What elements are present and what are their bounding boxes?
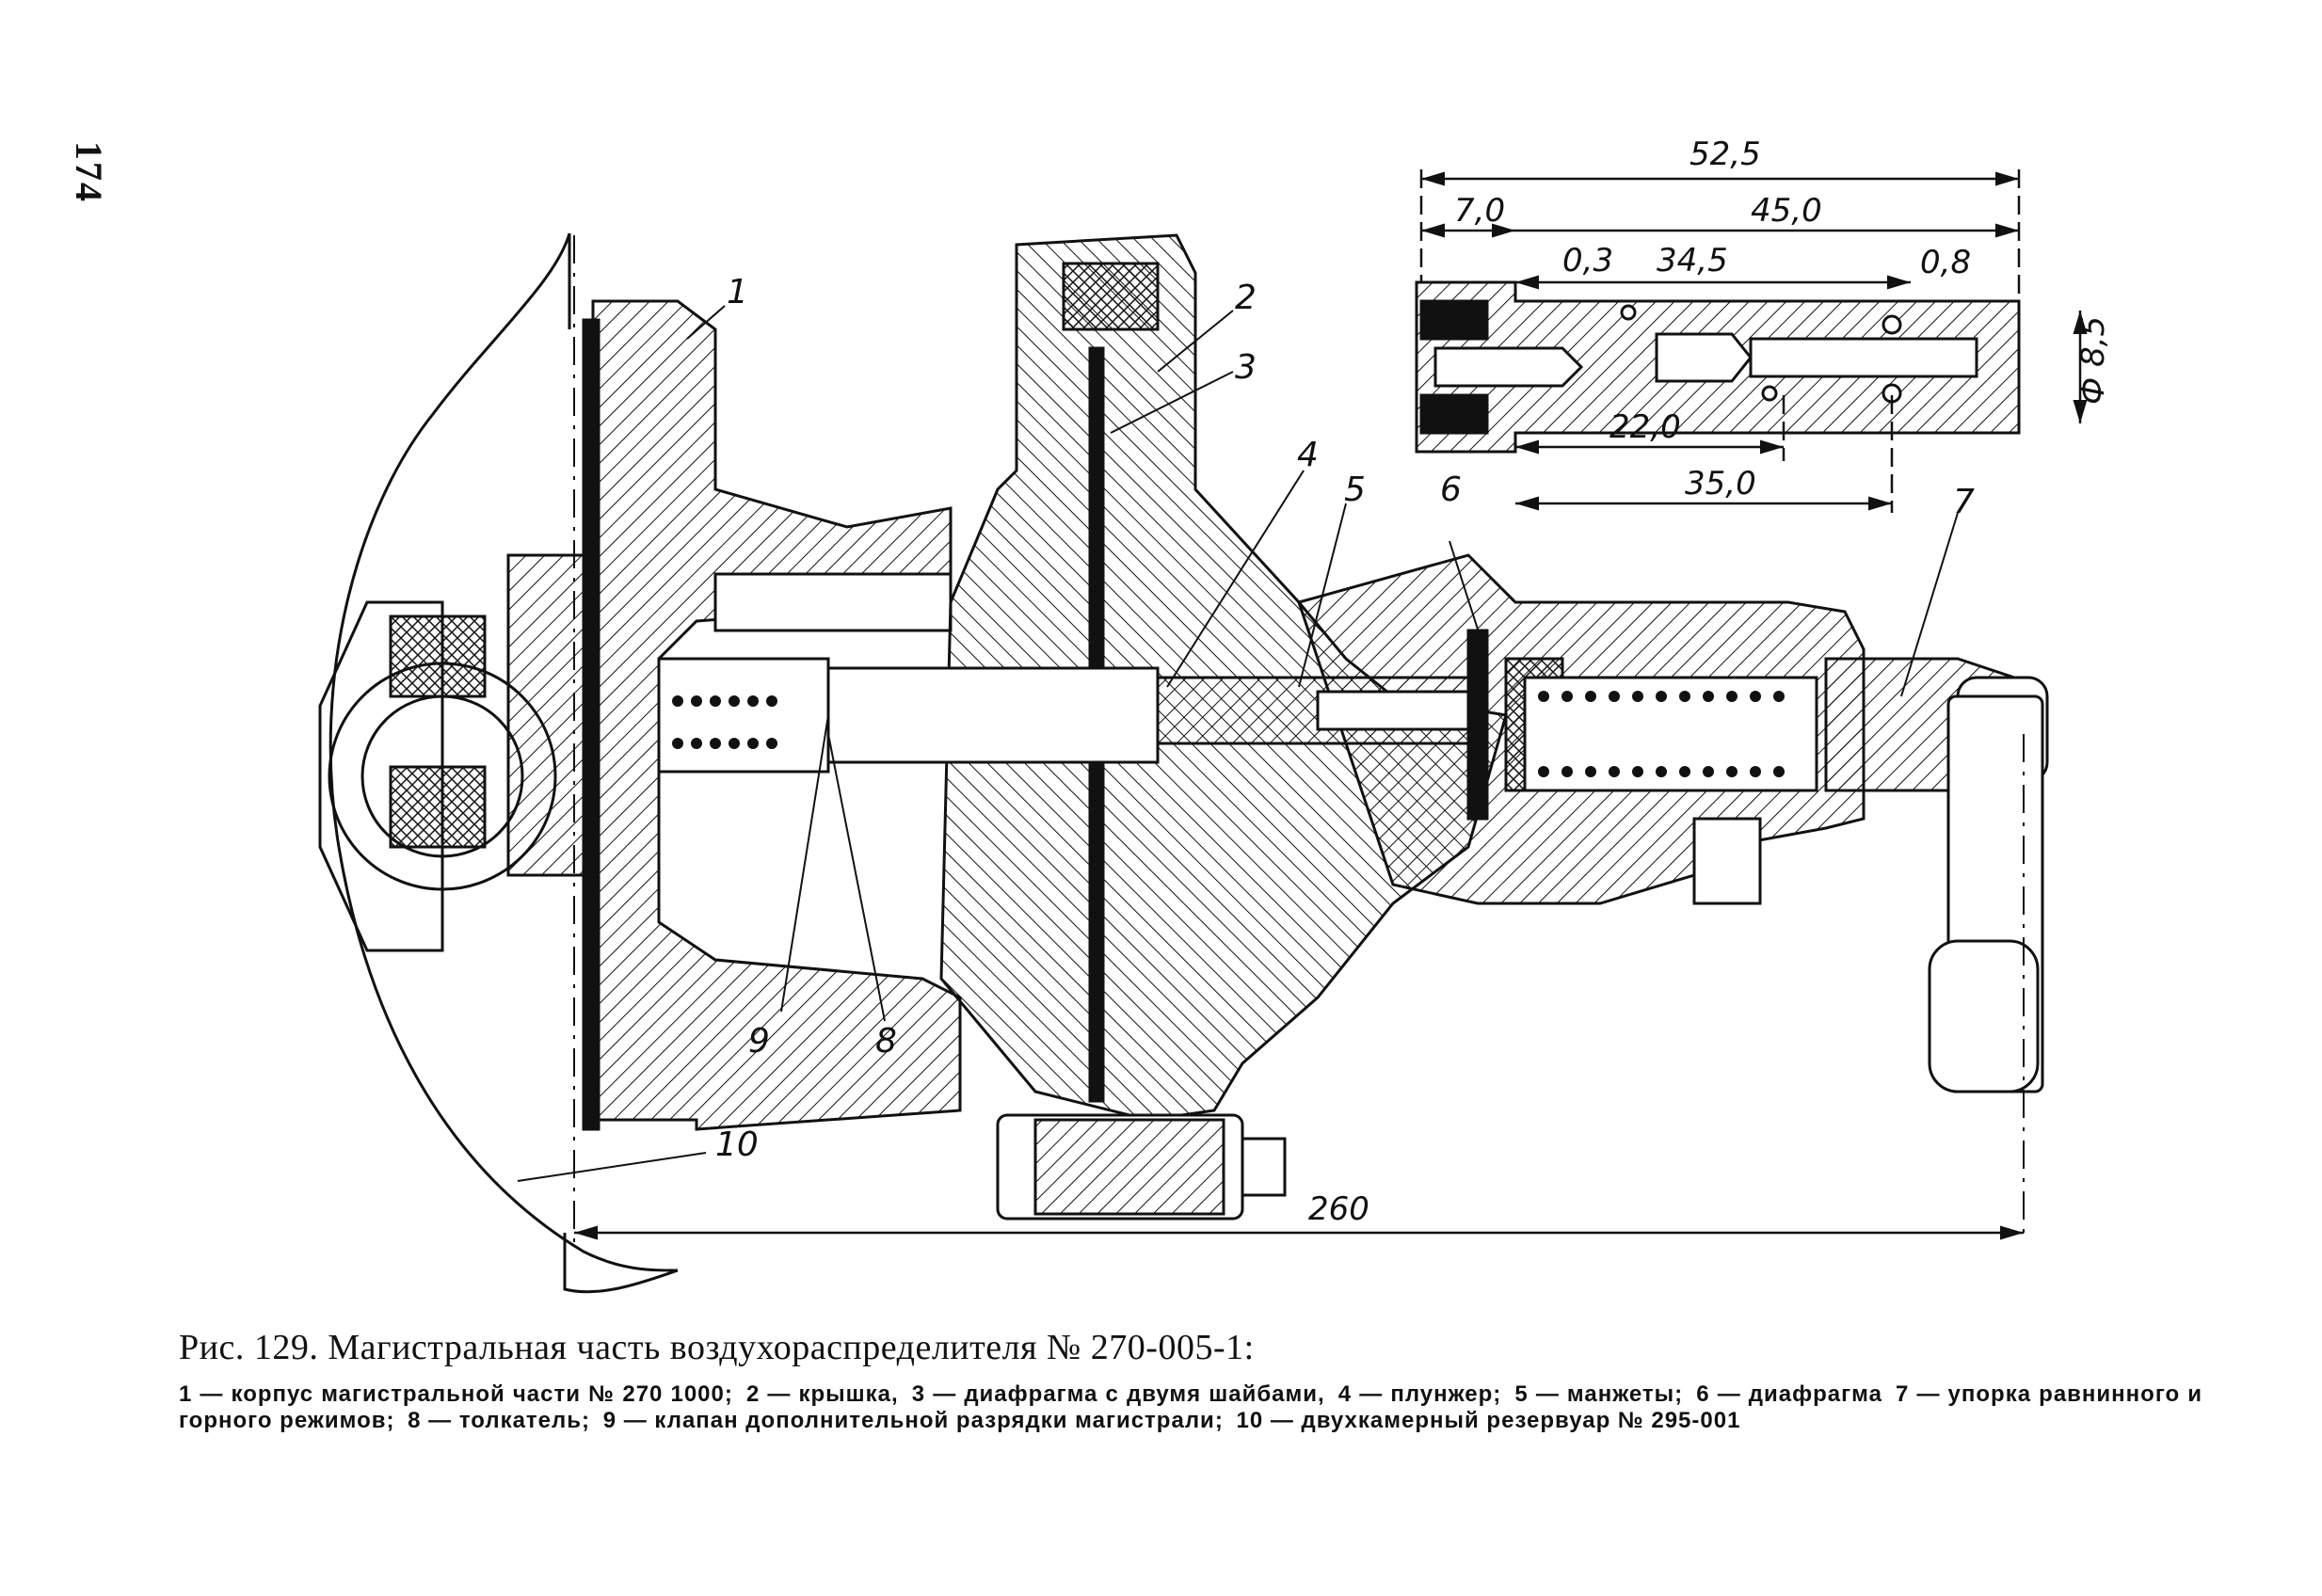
callout-leaders (517, 305, 1959, 1182)
dim-total: 52,5 (1689, 136, 1761, 173)
overall-dimension: 260 (573, 235, 2025, 1242)
bottom-bolt (996, 817, 1762, 1221)
spring-coils (672, 691, 1785, 777)
dim-groove-a: 22,0 (1609, 408, 1681, 446)
inner-assembly (657, 657, 1818, 792)
plunger-detail (1415, 280, 2021, 454)
callout-5: 5 (1344, 471, 1366, 509)
dim-hole-small: 0,3 (1562, 242, 1613, 279)
figure-title: Рис. 129. Магистральная часть воздухорас… (179, 1328, 1255, 1367)
hex-nut-left (318, 553, 595, 952)
figure-caption: Рис. 129. Магистральная часть воздухорас… (179, 1327, 2202, 1434)
technical-drawing: 260 52,5 7,0 45,0 0,3 34,5 0,8 22,0 35,0 (318, 136, 2112, 1294)
dim-groove-b: 35,0 (1685, 465, 1756, 503)
dim-bore: 34,5 (1657, 242, 1728, 279)
plunger-dimension-labels: 52,5 7,0 45,0 0,3 34,5 0,8 22,0 35,0 Ф 8… (1454, 136, 2112, 503)
legend-item-7: 7 — упорка равнинного и горного режимов; (179, 1381, 2203, 1433)
legend-item-9: 9 — клапан дополнительной разрядки магис… (602, 1408, 1224, 1433)
body-main-part (582, 299, 962, 1131)
callout-4: 4 (1297, 436, 1319, 474)
legend-item-4: 4 — плунжер; (1337, 1381, 1502, 1407)
callout-7: 7 (1953, 483, 1975, 521)
callout-9: 9 (748, 1022, 770, 1061)
legend-item-10: 10 — двухкамерный резервуар № 295-001 (1236, 1408, 1741, 1433)
figure-legend: 1 — корпус магистральной части № 270 100… (179, 1381, 2202, 1434)
reservoir-outline (328, 232, 679, 1294)
callout-10: 10 (715, 1125, 759, 1164)
legend-item-6: 6 — диафрагма (1696, 1381, 1882, 1407)
dim-diameter: Ф 8,5 (2074, 316, 2112, 405)
callout-3: 3 (1235, 348, 1257, 387)
dim-hole-large: 0,8 (1920, 244, 1971, 281)
callout-2: 2 (1235, 279, 1257, 317)
plunger-dimensions (1419, 169, 2088, 513)
dim-overall: 260 (1308, 1190, 1369, 1228)
dim-head: 7,0 (1454, 192, 1505, 230)
callout-labels: 1 2 3 4 5 6 7 8 9 10 (715, 273, 1975, 1164)
handle-lever (1824, 657, 2049, 1093)
legend-item-5: 5 — манжеты; (1514, 1381, 1684, 1407)
legend-item-2: 2 — крышка, (745, 1381, 899, 1407)
callout-1: 1 (727, 273, 748, 311)
legend-item-1: 1 — корпус магистральной части № 270 100… (179, 1381, 733, 1407)
legend-item-3: 3 — диафрагма с двумя шайбами, (911, 1381, 1325, 1407)
dim-body: 45,0 (1751, 192, 1822, 230)
callout-6: 6 (1440, 471, 1462, 509)
legend-item-8: 8 — толкатель; (408, 1408, 591, 1433)
callout-8: 8 (875, 1022, 897, 1061)
